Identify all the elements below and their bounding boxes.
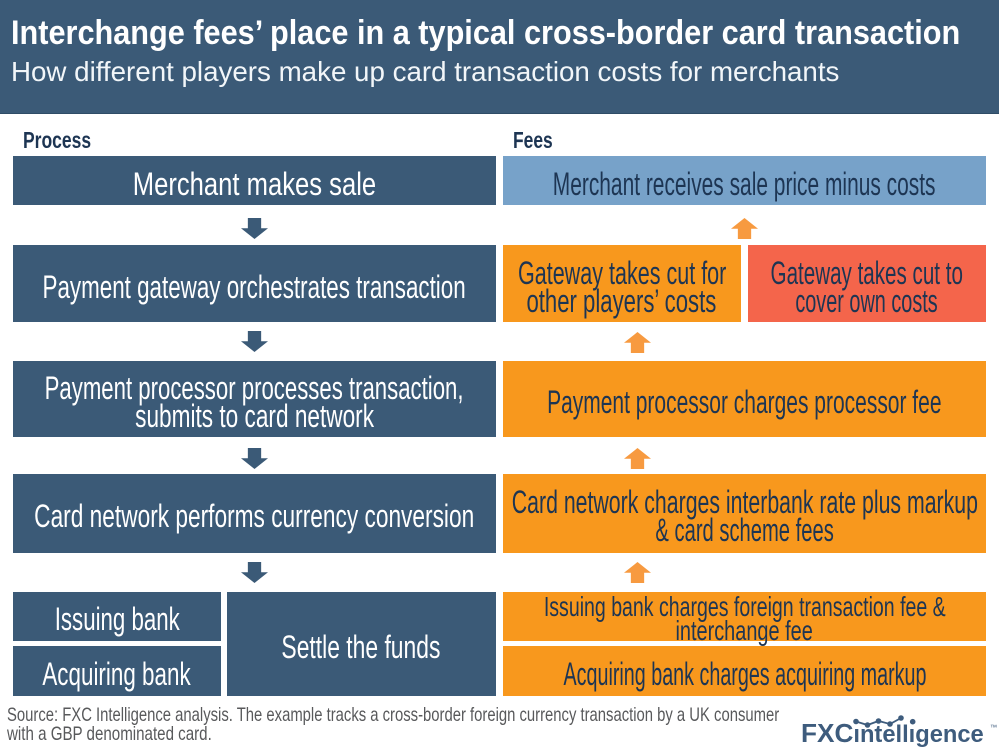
svg-text:™: ™: [990, 725, 997, 732]
